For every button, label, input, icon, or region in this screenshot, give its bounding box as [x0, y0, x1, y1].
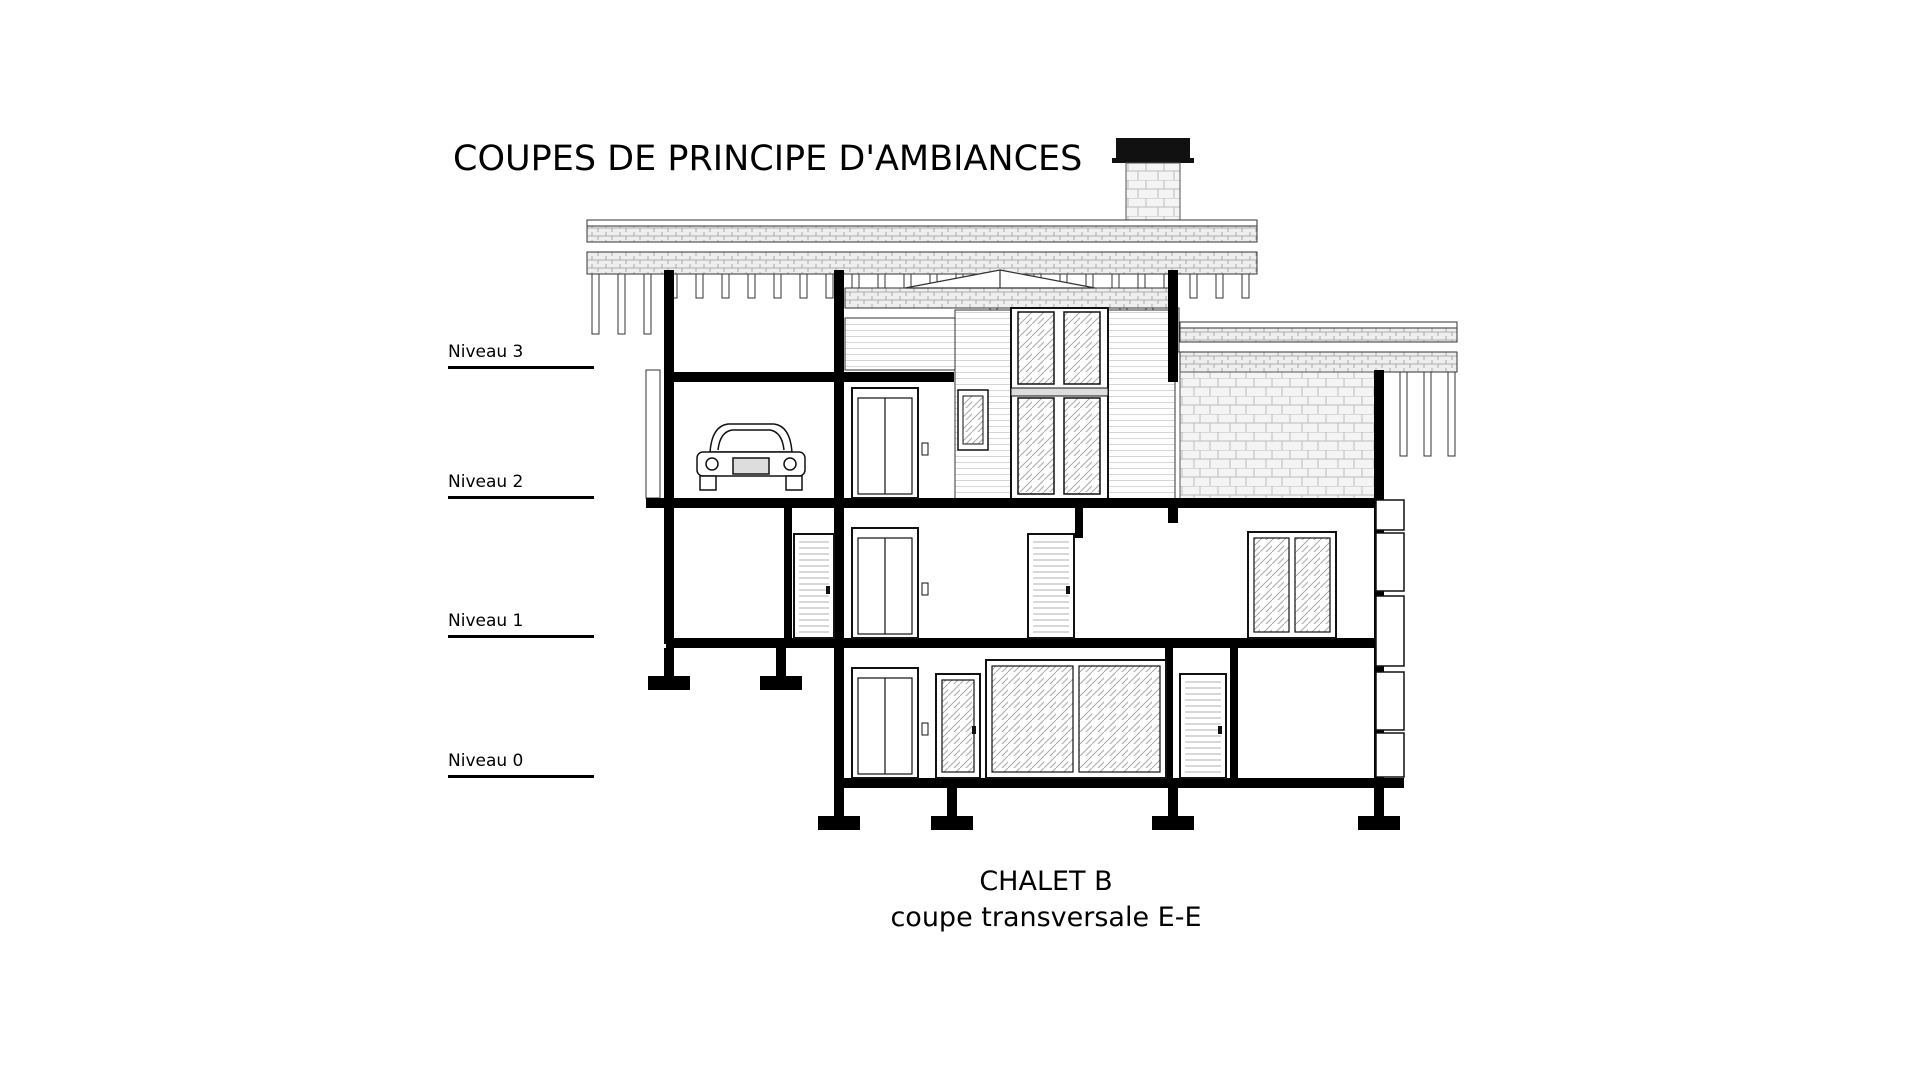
door	[1179, 673, 1227, 779]
lift-door	[851, 527, 929, 639]
cladding-panel	[844, 317, 956, 371]
door-handle	[826, 586, 830, 594]
lift-button	[921, 582, 929, 596]
door	[935, 673, 981, 779]
car	[696, 423, 806, 491]
lift-door	[851, 667, 929, 779]
door-handle	[972, 726, 976, 734]
balcony-edge	[645, 369, 661, 499]
caption-title: CHALET B	[979, 866, 1112, 897]
structural-element	[1358, 816, 1400, 830]
structural-element	[648, 676, 690, 690]
rafter	[773, 273, 782, 299]
lift-button	[921, 442, 929, 456]
structural-element	[1168, 788, 1178, 818]
gable-truss	[844, 269, 1176, 309]
gable-window	[1010, 307, 1109, 501]
structural-element	[664, 270, 674, 644]
structural-element	[834, 788, 844, 818]
level-label-1: Niveau 1	[448, 611, 523, 631]
stone-wall	[1179, 371, 1381, 501]
door	[1027, 533, 1075, 639]
drawing-title: COUPES DE PRINCIPE D'AMBIANCES	[453, 139, 1082, 179]
structural-element	[776, 648, 786, 678]
rafter	[1447, 371, 1456, 457]
structural-element	[838, 778, 1404, 788]
level-label-0: Niveau 0	[448, 751, 523, 771]
small-window	[957, 389, 989, 451]
rafter	[643, 273, 652, 335]
door-glazing	[941, 679, 975, 773]
lift-button	[921, 722, 929, 736]
rafter	[695, 273, 704, 299]
window-pane	[1294, 537, 1331, 633]
level-marker-1: Niveau 1	[448, 611, 594, 638]
lift-door	[851, 387, 929, 499]
chimney	[1112, 138, 1194, 221]
rafter	[1215, 273, 1224, 299]
window	[985, 659, 1167, 779]
structural-element	[1165, 648, 1173, 778]
rafter	[721, 273, 730, 299]
level-label-2: Niveau 2	[448, 472, 523, 492]
structural-element	[1168, 270, 1178, 382]
facade-shutters	[1375, 499, 1405, 778]
structural-element	[664, 372, 954, 382]
structural-element	[666, 638, 1378, 648]
structural-element	[1152, 816, 1194, 830]
structural-element	[1075, 508, 1083, 538]
structural-element	[646, 498, 1380, 508]
structural-element	[947, 788, 957, 818]
level-marker-0: Niveau 0	[448, 751, 594, 778]
structural-element	[818, 816, 860, 830]
structural-element	[834, 270, 844, 788]
caption-subtitle: coupe transversale E-E	[890, 902, 1201, 933]
window-pane	[1253, 537, 1290, 633]
rafter	[799, 273, 808, 299]
rafter	[1241, 273, 1250, 299]
structural-element	[760, 676, 802, 690]
rafter	[825, 273, 834, 299]
level-marker-3: Niveau 3	[448, 342, 594, 369]
window-pane	[1078, 665, 1161, 773]
level-label-3: Niveau 3	[448, 342, 523, 362]
structural-element	[664, 648, 674, 678]
door-handle	[1066, 586, 1070, 594]
rafter	[747, 273, 756, 299]
level-marker-2: Niveau 2	[448, 472, 594, 499]
rafter	[617, 273, 626, 335]
structural-element	[784, 508, 792, 638]
window-pane	[991, 665, 1074, 773]
doors-and-windows	[793, 387, 1337, 779]
rafter	[1423, 371, 1432, 457]
structural-element	[1168, 498, 1178, 523]
structural-element	[1374, 788, 1384, 818]
structural-element	[1230, 648, 1238, 778]
door-handle	[1218, 726, 1222, 734]
window	[1247, 531, 1337, 639]
door	[793, 533, 835, 639]
structural-element	[931, 816, 973, 830]
rafter	[1399, 371, 1408, 457]
rafter	[591, 273, 600, 335]
rafter	[1189, 273, 1198, 299]
